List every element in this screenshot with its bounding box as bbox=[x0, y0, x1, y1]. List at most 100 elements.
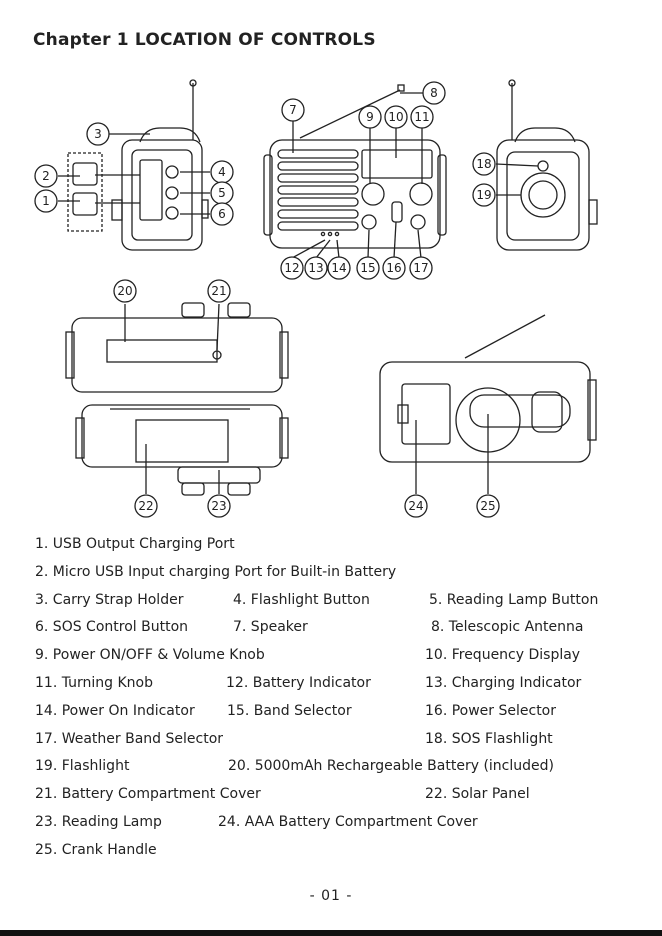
svg-text:7: 7 bbox=[289, 103, 297, 117]
legend-item: 8. Telescopic Antenna bbox=[431, 619, 584, 636]
callout-21: 21 bbox=[207, 279, 231, 303]
svg-text:16: 16 bbox=[386, 261, 401, 275]
page-number: - 01 - bbox=[309, 888, 353, 904]
legend-row: 19. Flashlight 20. 5000mAh Rechargeable … bbox=[35, 758, 635, 786]
legend-item: 20. 5000mAh Rechargeable Battery (includ… bbox=[228, 758, 554, 775]
legend-item: 11. Turning Knob bbox=[35, 674, 154, 691]
callout-5: 5 bbox=[210, 181, 234, 205]
callout-14: 14 bbox=[327, 256, 351, 280]
callout-23: 23 bbox=[207, 494, 231, 518]
svg-text:8: 8 bbox=[430, 86, 438, 100]
legend-row: 14. Power On Indicator 15. Band Selector… bbox=[35, 703, 635, 731]
legend-item: 22. Solar Panel bbox=[425, 786, 530, 803]
bottom-view bbox=[75, 404, 289, 496]
legend-item: 4. Flashlight Button bbox=[233, 591, 370, 608]
legend-item: 25. Crank Handle bbox=[35, 841, 157, 858]
legend-row: 1. USB Output Charging Port bbox=[35, 536, 635, 564]
legend-item: 2. Micro USB Input charging Port for Bui… bbox=[35, 563, 397, 580]
callout-11: 11 bbox=[410, 105, 434, 129]
legend-row: 6. SOS Control Button 7. Speaker 8. Tele… bbox=[35, 619, 635, 647]
legend-row: 2. Micro USB Input charging Port for Bui… bbox=[35, 564, 635, 592]
legend-item: 15. Band Selector bbox=[227, 702, 352, 719]
callout-leaders bbox=[58, 92, 539, 494]
svg-text:9: 9 bbox=[366, 110, 374, 124]
svg-text:17: 17 bbox=[413, 261, 428, 275]
svg-text:22: 22 bbox=[138, 499, 153, 513]
svg-text:3: 3 bbox=[94, 127, 102, 141]
legend-row: 9. Power ON/OFF & Volume Knob 10. Freque… bbox=[35, 647, 635, 675]
legend-item: 16. Power Selector bbox=[425, 702, 557, 719]
top-view bbox=[65, 302, 289, 393]
callout-1: 1 bbox=[34, 189, 58, 213]
legend-item: 13. Charging Indicator bbox=[425, 674, 582, 691]
callout-6: 6 bbox=[210, 202, 234, 226]
volume-knob bbox=[361, 182, 385, 206]
tuning-knob bbox=[409, 182, 433, 206]
legend-item: 24. AAA Battery Compartment Cover bbox=[218, 813, 478, 830]
legend-item: 1. USB Output Charging Port bbox=[35, 536, 235, 552]
callout-7: 7 bbox=[281, 98, 305, 122]
callout-18: 18 bbox=[472, 152, 496, 176]
legend-item: 5. Reading Lamp Button bbox=[429, 591, 599, 608]
callout-20: 20 bbox=[113, 279, 137, 303]
legend-item: 19. Flashlight bbox=[35, 758, 130, 775]
callout-12: 12 bbox=[280, 256, 304, 280]
svg-text:6: 6 bbox=[218, 207, 226, 221]
legend-row: 11. Turning Knob 12. Battery Indicator 1… bbox=[35, 675, 635, 703]
legend-item: 3. Carry Strap Holder bbox=[35, 591, 184, 608]
callout-25: 25 bbox=[476, 494, 500, 518]
svg-text:10: 10 bbox=[388, 110, 403, 124]
svg-text:13: 13 bbox=[308, 261, 323, 275]
callout-13: 13 bbox=[304, 256, 328, 280]
page-title: Chapter 1 LOCATION OF CONTROLS bbox=[33, 30, 376, 50]
legend-item: 14. Power On Indicator bbox=[35, 702, 195, 719]
callout-10: 10 bbox=[384, 105, 408, 129]
callout-15: 15 bbox=[356, 256, 380, 280]
legend-row: 21. Battery Compartment Cover 22. Solar … bbox=[35, 786, 635, 814]
callout-24: 24 bbox=[404, 494, 428, 518]
svg-text:2: 2 bbox=[42, 169, 50, 183]
callout-2: 2 bbox=[34, 164, 58, 188]
svg-text:1: 1 bbox=[42, 194, 50, 208]
svg-text:20: 20 bbox=[117, 284, 132, 298]
legend-item: 17. Weather Band Selector bbox=[35, 730, 224, 747]
legend-row: 17. Weather Band Selector 18. SOS Flashl… bbox=[35, 731, 635, 759]
left-side-view bbox=[67, 79, 209, 251]
svg-text:24: 24 bbox=[408, 499, 423, 513]
svg-text:21: 21 bbox=[211, 284, 226, 298]
svg-text:25: 25 bbox=[480, 499, 495, 513]
legend-item: 6. SOS Control Button bbox=[35, 619, 189, 636]
legend-item: 23. Reading Lamp bbox=[35, 813, 162, 830]
callout-9: 9 bbox=[358, 105, 382, 129]
svg-text:5: 5 bbox=[218, 186, 226, 200]
svg-text:4: 4 bbox=[218, 165, 226, 179]
legend-row: 25. Crank Handle bbox=[35, 842, 635, 870]
callout-16: 16 bbox=[382, 256, 406, 280]
callout-17: 17 bbox=[409, 256, 433, 280]
legend-item: 21. Battery Compartment Cover bbox=[35, 786, 261, 803]
callout-19: 19 bbox=[472, 183, 496, 207]
callout-8: 8 bbox=[422, 81, 446, 105]
legend-row: 23. Reading Lamp 24. AAA Battery Compart… bbox=[35, 814, 635, 842]
page-bottom-rule bbox=[0, 930, 662, 936]
svg-text:15: 15 bbox=[360, 261, 375, 275]
radio-diagram: 1 2 3 4 5 6 7 8 9 10 11 12 13 14 15 16 1… bbox=[34, 79, 598, 518]
callout-4: 4 bbox=[210, 160, 234, 184]
legend-item: 12. Battery Indicator bbox=[226, 674, 371, 691]
legend-item: 18. SOS Flashlight bbox=[425, 730, 553, 747]
svg-text:12: 12 bbox=[284, 261, 299, 275]
callout-markers: 1 2 3 4 5 6 7 8 9 10 11 12 13 14 15 16 1… bbox=[34, 81, 500, 518]
callout-22: 22 bbox=[134, 494, 158, 518]
front-view bbox=[263, 84, 447, 249]
controls-legend: 1. USB Output Charging Port 2. Micro USB… bbox=[35, 536, 635, 870]
svg-text:19: 19 bbox=[476, 188, 491, 202]
speaker-grille bbox=[277, 149, 359, 231]
frequency-display bbox=[361, 149, 433, 179]
svg-text:14: 14 bbox=[331, 261, 346, 275]
svg-text:23: 23 bbox=[211, 499, 226, 513]
svg-text:11: 11 bbox=[414, 110, 429, 124]
legend-row: 3. Carry Strap Holder 4. Flashlight Butt… bbox=[35, 592, 635, 620]
svg-text:18: 18 bbox=[476, 157, 491, 171]
legend-item: 10. Frequency Display bbox=[425, 647, 581, 664]
callout-3: 3 bbox=[86, 122, 110, 146]
